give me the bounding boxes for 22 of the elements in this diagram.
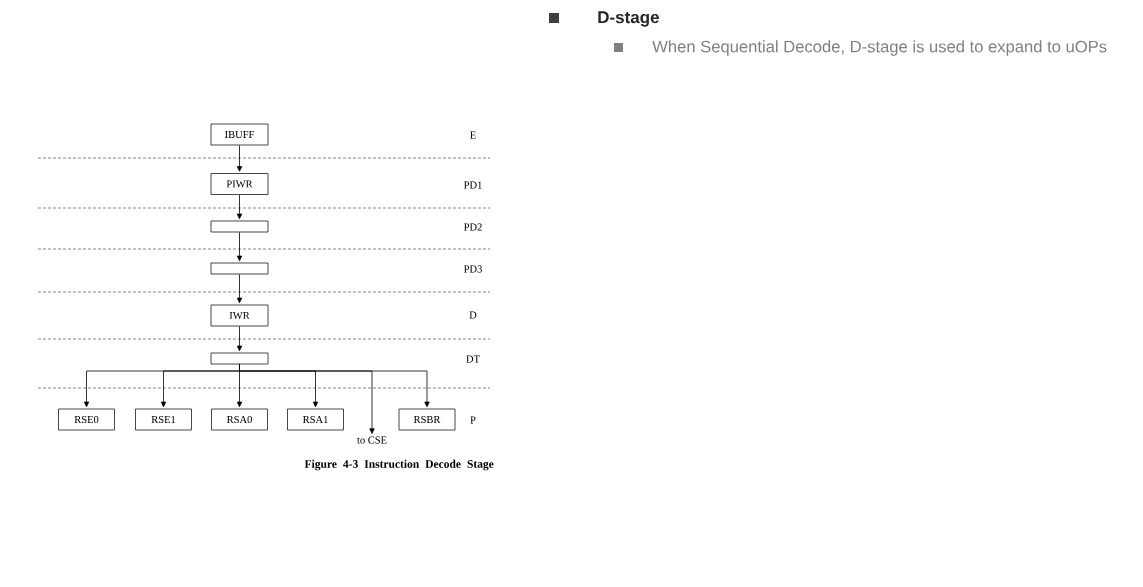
bullet-heading: D-stage <box>598 11 659 27</box>
process-box: RSBR <box>398 408 456 431</box>
empty-box <box>210 262 269 275</box>
stage-label: PD1 <box>463 181 482 189</box>
process-box: IBUFF <box>210 123 269 146</box>
process-box: RSE1 <box>135 408 192 431</box>
stage-label: D <box>469 311 477 319</box>
stage-label: DT <box>466 355 480 363</box>
figure-caption: Figure 4-3 Instruction Decode Stage <box>304 459 494 471</box>
target-label: to CSE <box>357 436 387 444</box>
process-box: RSA1 <box>287 408 344 431</box>
empty-box <box>210 352 269 365</box>
stage-label: E <box>470 131 476 139</box>
process-box: IWR <box>210 304 269 327</box>
stage-label: P <box>470 416 476 424</box>
stage-label: PD2 <box>463 223 482 231</box>
process-box: RSE0 <box>58 408 115 431</box>
bullet-text: When Sequential Decode, D-stage is used to expand to uOPs <box>652 40 1107 56</box>
empty-box <box>210 220 269 233</box>
process-box: RSA0 <box>211 408 268 431</box>
process-box: PIWR <box>210 173 269 195</box>
stage-label: PD3 <box>463 265 482 273</box>
